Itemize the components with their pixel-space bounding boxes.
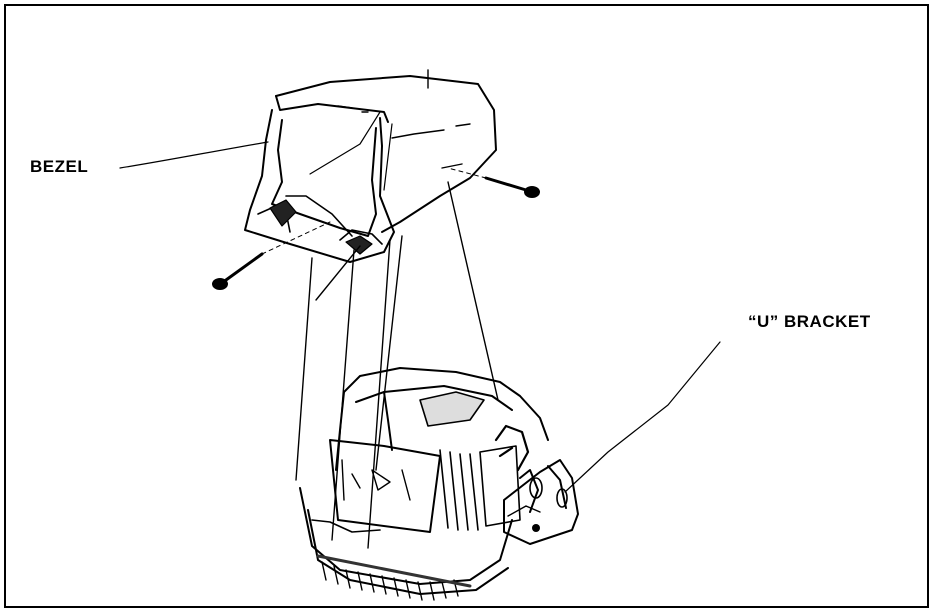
- u-bracket-leader-line: [565, 342, 720, 492]
- switch-assembly: [300, 368, 548, 600]
- diagram-frame: [4, 4, 929, 608]
- u-bracket-part: [504, 460, 578, 544]
- alignment-lines: [296, 182, 498, 548]
- bezel-part: [245, 70, 496, 262]
- right-screw: [448, 168, 540, 198]
- bezel-leader-line: [120, 142, 268, 168]
- left-screw: [212, 222, 330, 290]
- u-bracket-label: “U” BRACKET: [748, 312, 871, 331]
- bezel-label: BEZEL: [30, 157, 89, 176]
